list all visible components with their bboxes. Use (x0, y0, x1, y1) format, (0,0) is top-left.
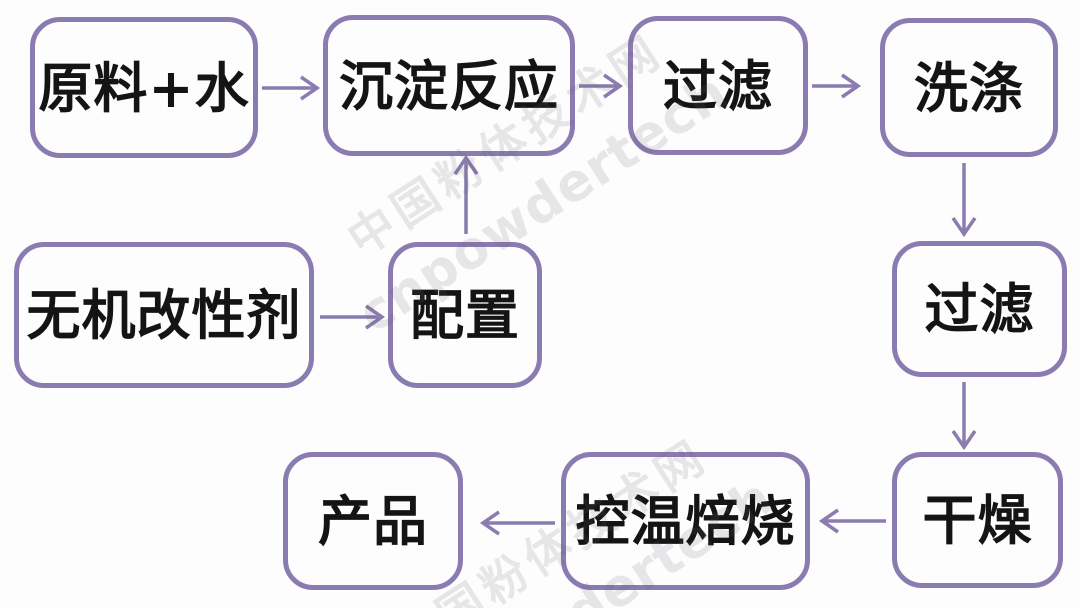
flowchart-node-inorganic-modifier: 无机改性剂 (14, 242, 314, 388)
arrow-filter-1-to-wash (812, 73, 862, 99)
arrow-raw-water-to-precipitation (262, 75, 321, 101)
node-label-prepare: 配置 (410, 283, 520, 347)
flowchart-node-wash: 洗涤 (880, 18, 1058, 157)
flowchart-node-product: 产品 (283, 452, 463, 590)
arrow-dry-to-calcine (818, 508, 886, 534)
flowchart-node-raw-water: 原料+水 (30, 17, 258, 158)
flowchart-node-precipitation: 沉淀反应 (323, 15, 575, 156)
flowchart-node-filter-1: 过滤 (628, 16, 808, 155)
node-label-filter-2: 过滤 (924, 277, 1035, 341)
flowchart-node-prepare: 配置 (388, 242, 542, 388)
node-label-dry: 干燥 (922, 488, 1033, 552)
node-label-calcine: 控温焙烧 (575, 489, 796, 553)
node-label-filter-1: 过滤 (663, 53, 773, 118)
node-label-product: 产品 (318, 489, 428, 553)
node-label-raw-water: 原料+水 (38, 55, 250, 120)
arrow-filter-2-to-dry (951, 382, 977, 451)
flowchart-node-calcine: 控温焙烧 (561, 452, 810, 590)
node-label-precipitation: 沉淀反应 (339, 53, 559, 118)
flowchart-node-dry: 干燥 (892, 452, 1063, 588)
arrow-inorganic-modifier-to-prepare (320, 304, 386, 330)
arrow-precipitation-to-filter-1 (579, 73, 624, 99)
node-label-wash: 洗涤 (914, 55, 1024, 120)
arrow-wash-to-filter-2 (951, 163, 977, 238)
arrow-calcine-to-product (479, 510, 555, 536)
arrow-prepare-to-precipitation (453, 154, 479, 234)
node-label-inorganic-modifier: 无机改性剂 (26, 283, 302, 347)
flowchart-node-filter-2: 过滤 (892, 241, 1067, 377)
